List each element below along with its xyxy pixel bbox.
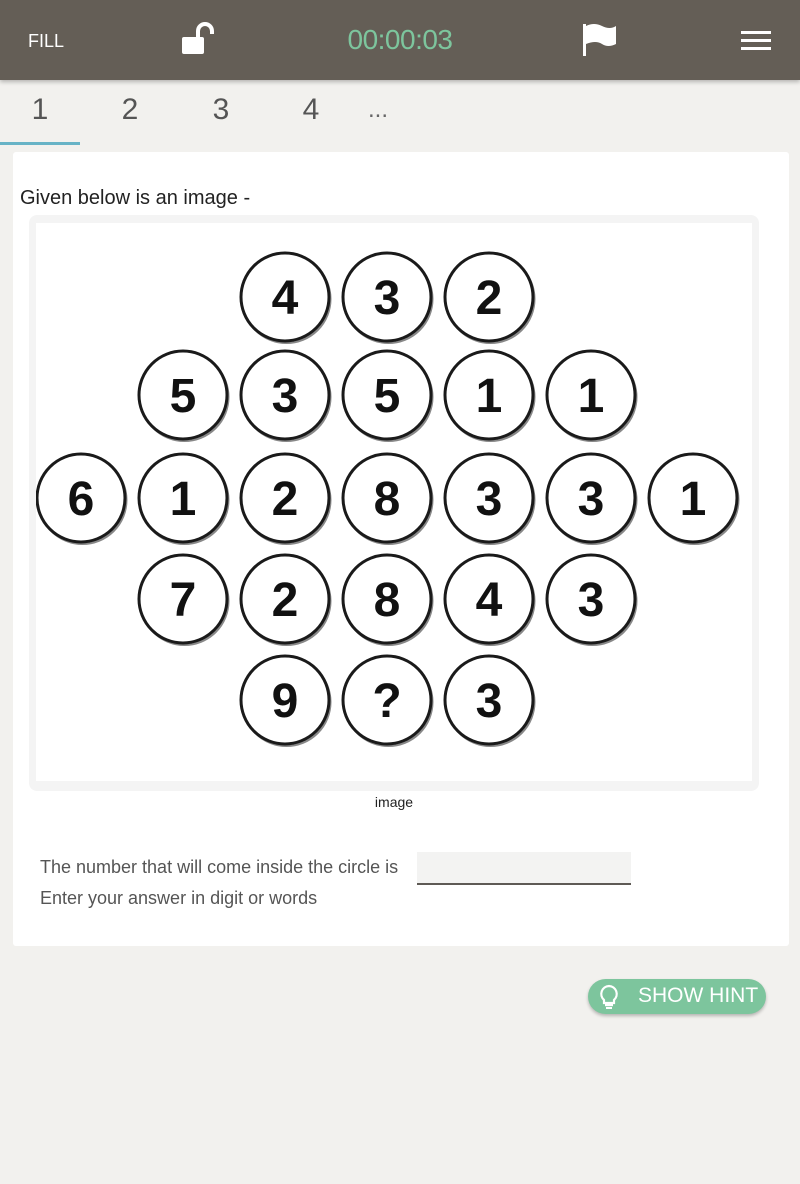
tab-more[interactable]: ... [367,96,388,123]
puzzle-circle: 6 [36,452,128,545]
puzzle-circle: 3 [545,553,638,646]
mode-label: FILL [28,31,65,51]
puzzle-circle: 3 [443,654,536,747]
question-intro: Given below is an image - [20,187,251,209]
tab-question-4[interactable]: 4 [302,93,320,126]
show-hint-button[interactable]: SHOW HINT [588,979,766,1014]
puzzle-circle: 3 [239,349,332,442]
puzzle-circle-value: 4 [272,272,299,325]
puzzle-circle: 5 [341,349,434,442]
puzzle-circle-value: ? [372,675,401,728]
puzzle-circle-value: 1 [680,473,707,526]
puzzle-circle-value: 7 [170,574,197,627]
puzzle-circle: 3 [545,452,638,545]
tab-question-3[interactable]: 3 [212,93,230,126]
puzzle-circle: 3 [341,251,434,344]
puzzle-circle-value: 9 [272,675,299,728]
puzzle-circle-value: 3 [374,272,401,325]
puzzle-circle: 4 [443,553,536,646]
puzzle-circle: 1 [545,349,638,442]
hamburger-menu-icon[interactable] [738,26,774,54]
unlock-icon[interactable] [180,22,216,56]
puzzle-circle: 7 [137,553,230,646]
show-hint-label: SHOW HINT [638,984,759,1007]
puzzle-circle-value: 3 [578,473,605,526]
answer-input[interactable] [417,852,631,885]
top-bar: FILL 00:00:03 [0,0,800,80]
puzzle-circle-value: 2 [476,272,503,325]
tab-question-1[interactable]: 1 [31,93,49,126]
puzzle-circle-value: 4 [476,574,503,627]
puzzle-circle-value: 3 [578,574,605,627]
puzzle-circle-value: 5 [170,370,197,423]
puzzle-circle: 3 [443,452,536,545]
puzzle-circle: ? [341,654,434,747]
puzzle-circle-value: 2 [272,473,299,526]
puzzle-circle: 2 [239,452,332,545]
puzzle-circle: 8 [341,553,434,646]
puzzle-circle: 1 [647,452,740,545]
puzzle-circle-value: 3 [476,473,503,526]
puzzle-circle-value: 8 [374,574,401,627]
puzzle-circle-value: 3 [476,675,503,728]
puzzle-circle-value: 1 [476,370,503,423]
image-caption: image [374,794,414,810]
puzzle-circle-value: 6 [68,473,95,526]
puzzle-circle: 1 [137,452,230,545]
puzzle-circle: 9 [239,654,332,747]
puzzle-circle: 5 [137,349,230,442]
puzzle-circle-value: 1 [578,370,605,423]
puzzle-circle: 2 [239,553,332,646]
puzzle-circle: 2 [443,251,536,344]
answer-helper-text: Enter your answer in digit or words [40,888,318,908]
puzzle-circle-value: 2 [272,574,299,627]
tab-question-2[interactable]: 2 [121,93,139,126]
question-tabs: 1 2 3 4 ... [0,80,800,146]
answer-prompt: The number that will come inside the cir… [40,857,399,877]
flag-icon[interactable] [580,22,620,58]
puzzle-circle-value: 5 [374,370,401,423]
timer: 00:00:03 [347,24,454,55]
puzzle-circle: 8 [341,452,434,545]
puzzle-circle-value: 1 [170,473,197,526]
puzzle-circle-value: 8 [374,473,401,526]
puzzle-circle: 4 [239,251,332,344]
active-tab-indicator [0,142,80,145]
puzzle-circle: 1 [443,349,536,442]
lightbulb-icon [600,984,618,1009]
puzzle-circle-value: 3 [272,370,299,423]
